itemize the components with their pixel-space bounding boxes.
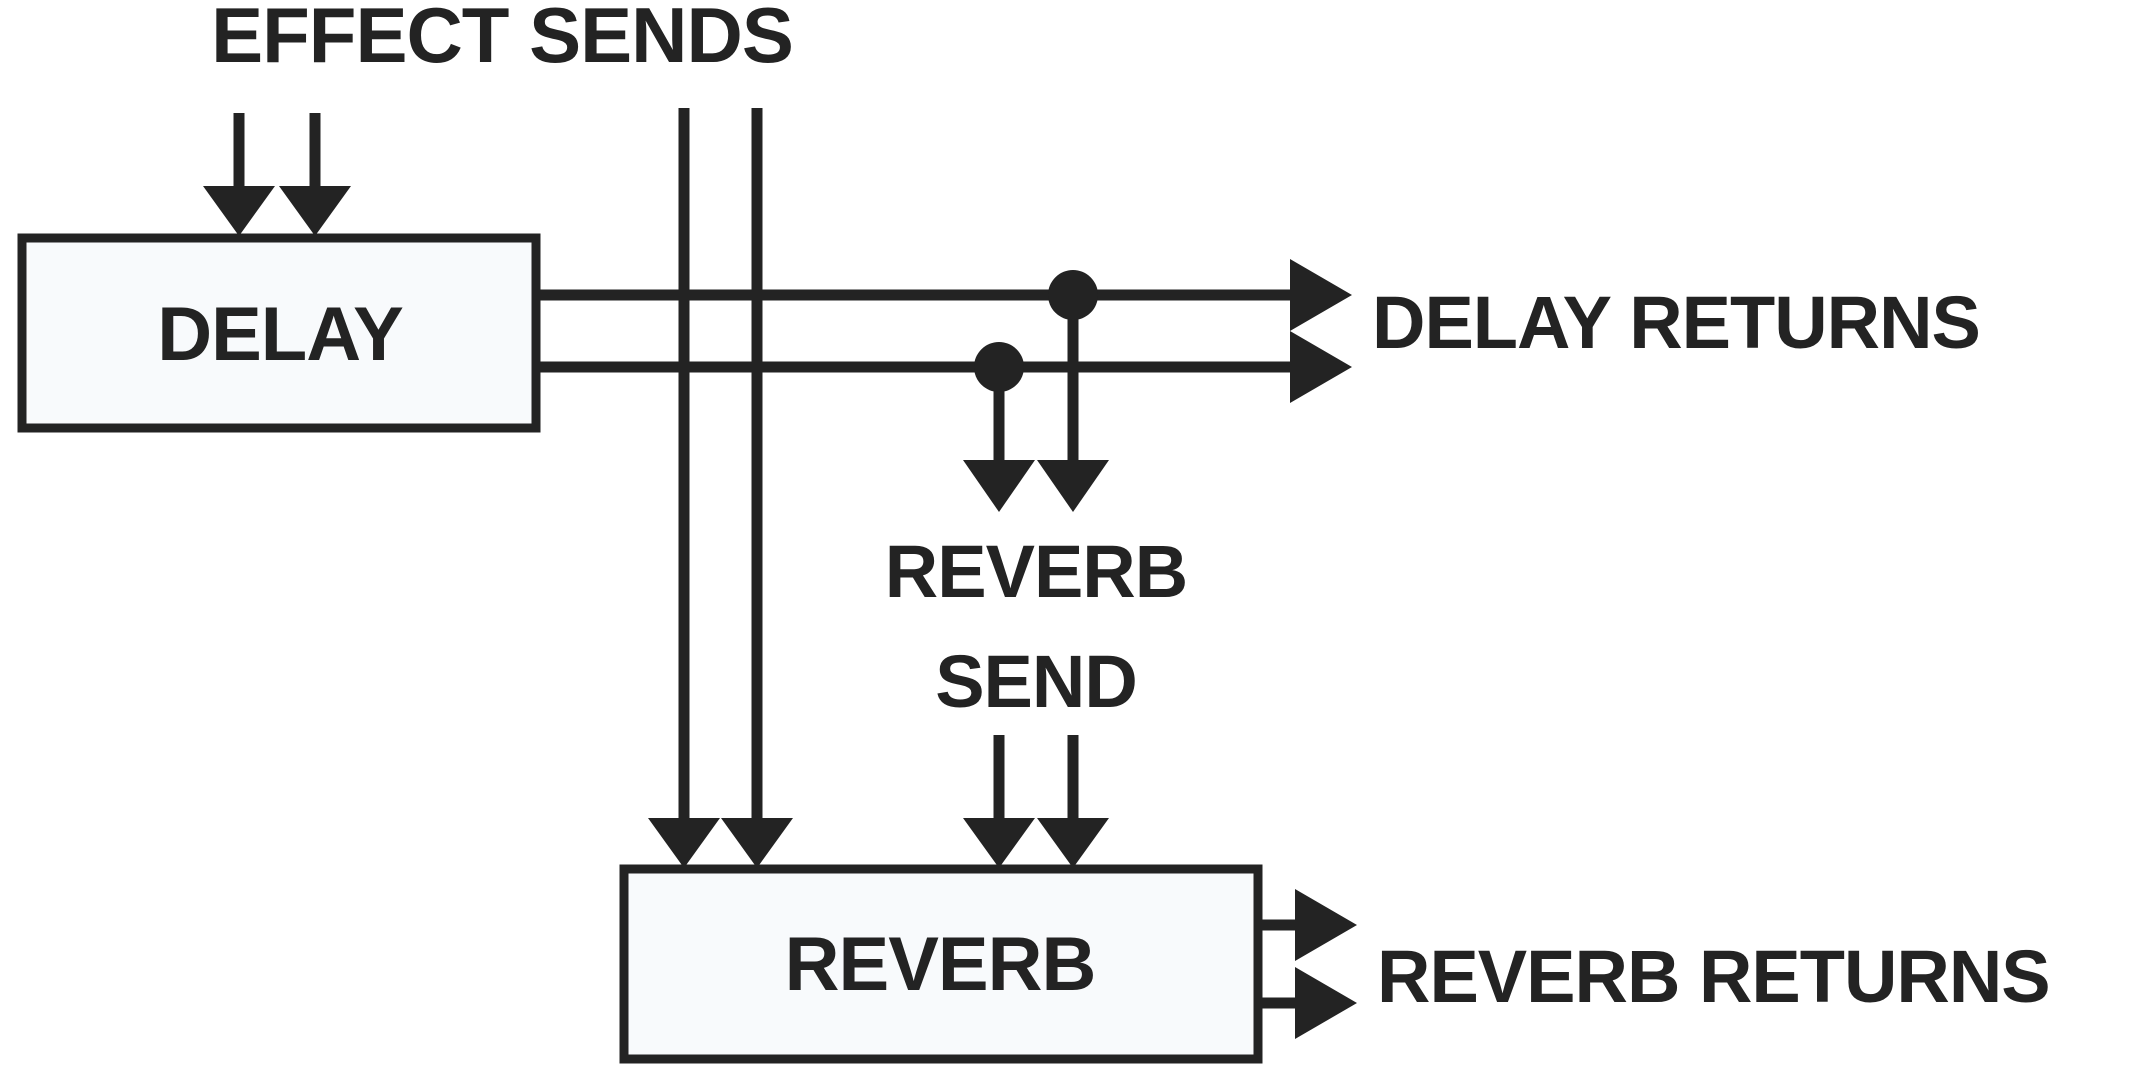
delay-return-arrowhead-1 [1290, 259, 1352, 331]
reverb-send-block-arrowhead-2 [1037, 818, 1109, 868]
reverb-send-to-reverb-arrows [963, 735, 1109, 868]
reverb-return-arrowhead-2 [1295, 967, 1357, 1039]
effect-send-reverb-arrowhead-1 [648, 818, 720, 868]
reverb-block-label: REVERB [785, 922, 1096, 1007]
reverb-send-label-line1: REVERB [885, 530, 1187, 613]
delay-return-arrowhead-2 [1290, 331, 1352, 403]
reverb-block-rect [619, 864, 1263, 1064]
reverb-send-tap-arrowhead-1 [1037, 460, 1109, 512]
effect-sends-to-delay-arrows [203, 113, 351, 236]
reverb-send-block-arrowhead-1 [963, 818, 1035, 868]
junction-dot-lower [974, 342, 1024, 392]
effect-sends-title: EFFECT SENDS [211, 0, 793, 79]
effect-send-delay-arrowhead-1 [203, 186, 275, 236]
effect-sends-to-reverb-arrows [648, 108, 793, 868]
reverb-send-tap-arrowhead-2 [963, 460, 1035, 512]
delay-block-rect [17, 233, 541, 433]
reverb-send-label-line2: SEND [935, 640, 1137, 723]
delay-block-label: DELAY [157, 292, 403, 377]
delay-returns-label: DELAY RETURNS [1372, 281, 1980, 364]
delay-output-arrows [536, 259, 1352, 403]
reverb-block[interactable]: REVERB [619, 864, 1263, 1064]
reverb-return-arrowhead-1 [1295, 889, 1357, 961]
delay-block[interactable]: DELAY [17, 233, 541, 433]
effect-send-reverb-arrowhead-2 [721, 818, 793, 868]
reverb-output-arrows [1258, 889, 1357, 1039]
reverb-returns-label: REVERB RETURNS [1377, 935, 2050, 1018]
reverb-send-taps [963, 270, 1109, 512]
effect-send-delay-arrowhead-2 [279, 186, 351, 236]
junction-dot-upper [1048, 270, 1098, 320]
